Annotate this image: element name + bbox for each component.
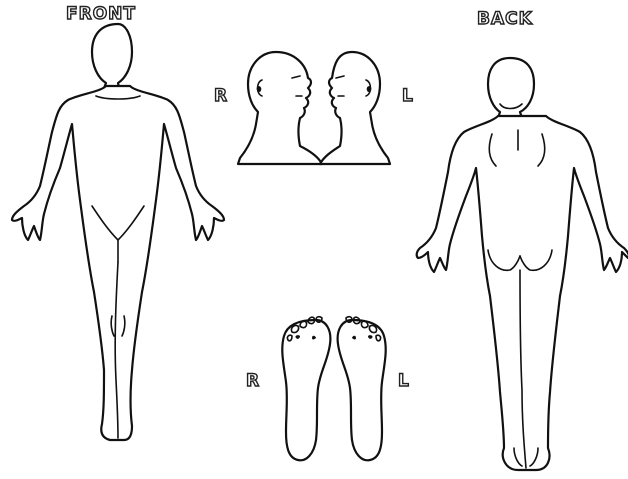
back-label: BACK bbox=[477, 11, 533, 28]
left-head-profile bbox=[320, 52, 390, 164]
head-right-label: R bbox=[214, 88, 228, 105]
head-left-label: L bbox=[402, 88, 414, 105]
head-profiles bbox=[238, 52, 390, 164]
foot-soles bbox=[282, 317, 385, 461]
front-label: FRONT bbox=[66, 6, 136, 23]
back-body-figure bbox=[417, 58, 628, 470]
right-head-profile bbox=[238, 52, 322, 164]
foot-left-label: L bbox=[398, 373, 410, 390]
foot-right-label: R bbox=[246, 373, 260, 390]
front-body-figure bbox=[12, 24, 224, 440]
